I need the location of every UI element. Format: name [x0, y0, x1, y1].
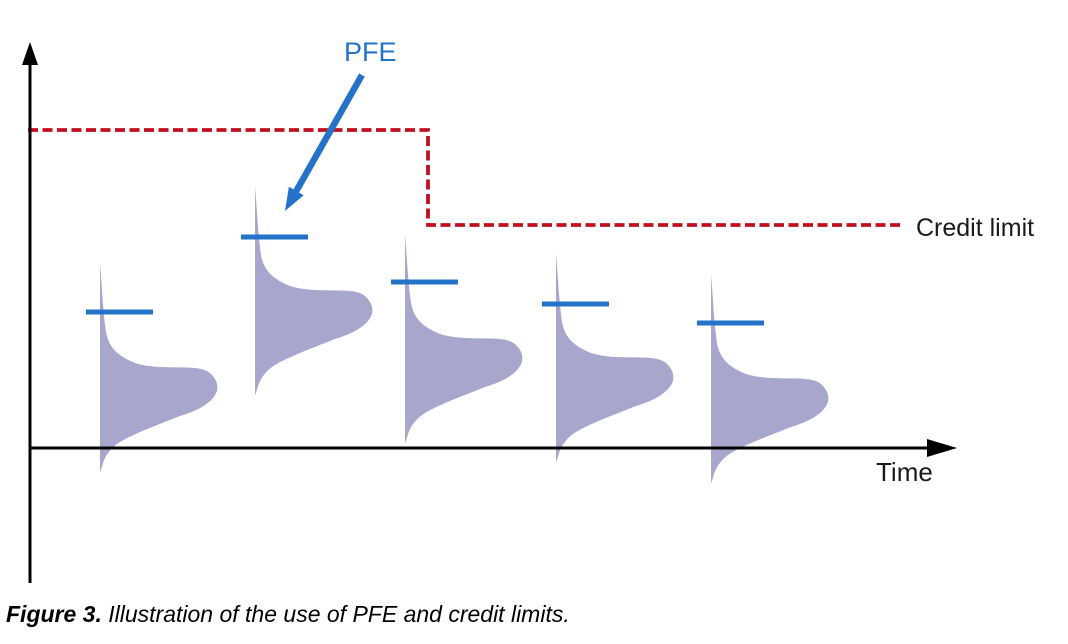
exposure-distribution-1: [100, 264, 218, 472]
axes: [22, 42, 957, 583]
pfe-arrow-head-icon: [285, 186, 304, 211]
pfe-diagram: PFE Credit limit Time: [22, 37, 1034, 583]
pfe-annotation: [285, 73, 365, 211]
exposure-distributions: [100, 187, 829, 483]
exposure-distribution-5: [711, 275, 829, 483]
x-axis-arrow-icon: [927, 439, 957, 457]
pfe-label: PFE: [344, 37, 397, 67]
exposure-distribution-3: [405, 235, 523, 443]
y-axis-arrow-icon: [22, 42, 38, 65]
figure-caption: Figure 3. Illustration of the use of PFE…: [6, 600, 570, 629]
time-label: Time: [876, 457, 933, 487]
pfe-arrow-shaft: [291, 73, 365, 197]
figure-caption-label: Figure 3.: [6, 601, 102, 627]
exposure-distribution-4: [556, 254, 674, 462]
figure-caption-text: Illustration of the use of PFE and credi…: [108, 601, 570, 627]
credit-limit-label: Credit limit: [916, 214, 1034, 242]
exposure-distribution-2: [255, 187, 373, 395]
pfe-level-lines: [86, 234, 764, 326]
credit-limit-line: [28, 128, 903, 227]
